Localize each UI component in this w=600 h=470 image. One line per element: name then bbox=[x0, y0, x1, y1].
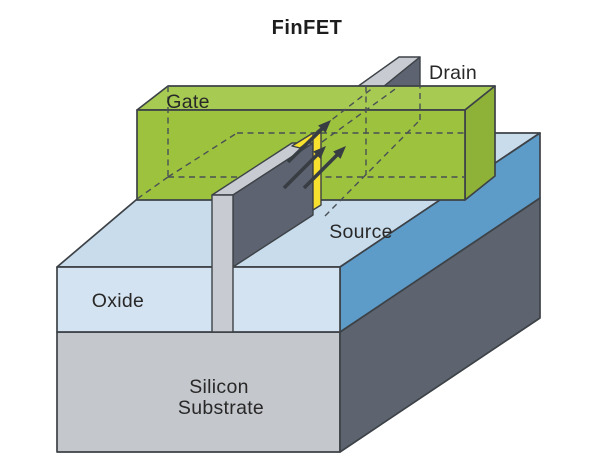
current-arrow bbox=[302, 146, 346, 190]
diagram-title: FinFET bbox=[272, 17, 343, 39]
source-label: Source bbox=[329, 221, 393, 243]
substrate-label-line1: Silicon bbox=[189, 376, 249, 398]
substrate-label-line2: Substrate bbox=[178, 397, 264, 419]
arrow-head-icon bbox=[313, 146, 326, 159]
arrow-shaft bbox=[282, 151, 321, 190]
hidden-edge bbox=[321, 86, 399, 143]
arrow-shaft bbox=[286, 125, 326, 164]
fin-front-face bbox=[211, 194, 234, 333]
current-arrow bbox=[282, 146, 326, 190]
current-arrow bbox=[286, 120, 331, 164]
arrow-shaft bbox=[302, 151, 341, 190]
arrow-head-icon bbox=[318, 120, 331, 133]
oxide-front-face bbox=[56, 266, 341, 333]
hidden-edge bbox=[167, 132, 238, 178]
arrow-head-icon bbox=[333, 146, 346, 159]
hidden-edge bbox=[324, 119, 421, 217]
gate-label: Gate bbox=[166, 91, 209, 113]
drain-label: Drain bbox=[429, 62, 477, 84]
hidden-edge bbox=[136, 176, 169, 200]
oxide-label: Oxide bbox=[92, 290, 144, 312]
